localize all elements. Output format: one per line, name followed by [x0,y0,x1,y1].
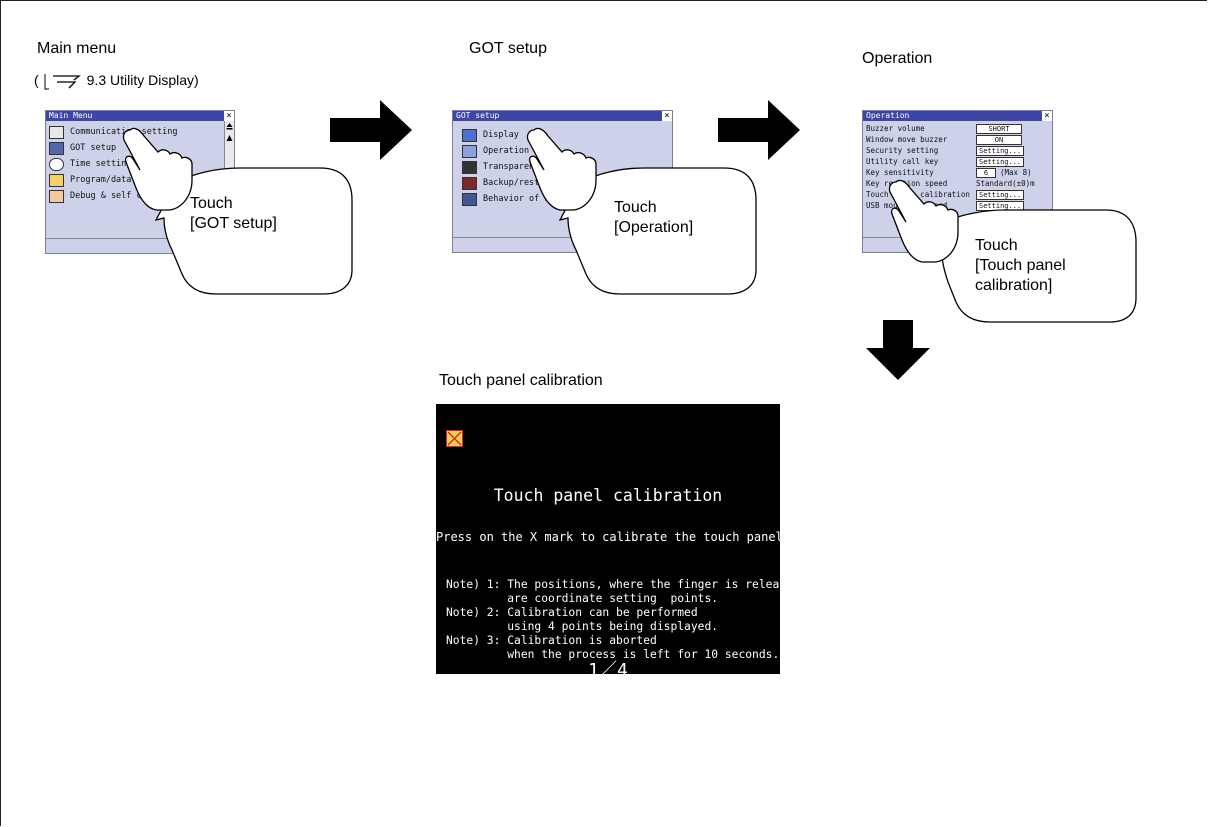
arrow-right-icon [330,100,412,160]
op-label: Buzzer volume [866,124,925,133]
op-row-utility-key: Utility call key Setting... [863,156,1052,167]
op-label: Touch panel calibration [866,190,970,199]
setup-item-backup[interactable]: Backup/restoration [459,175,672,191]
callout-line: calibration] [975,277,1053,294]
menu-item-label: Program/data control [70,175,173,185]
calibration-note: when the process is left for 10 seconds. [446,648,780,661]
calibration-label: Touch panel calibration [439,372,603,389]
reference-note: ( 9.3 Utility Display) [34,72,199,90]
op-row-buzzer: Buzzer volume SHORT [863,123,1052,134]
calibration-title: Touch panel calibration [493,486,723,505]
key-sensitivity-field[interactable]: 6 [976,167,996,178]
callout-calibration: Touch [Touch panel calibration] [975,236,1066,296]
got-setup-label: GOT setup [469,40,547,57]
calibration-page-indicator: 1／4 [588,660,628,674]
op-label: Utility call key [866,157,939,166]
setup-item-display[interactable]: Display [459,127,672,143]
operation-icon [462,144,477,158]
setup-item-label: Transparent mode [483,162,565,172]
op-row-calibration: Touch panel calibration Setting... [863,189,1052,200]
calibration-setting-button[interactable]: Setting... [976,189,1025,200]
op-label: Key sensitivity [866,168,934,177]
callout-line: [GOT setup] [190,215,277,232]
window-buzzer-button[interactable]: ON [976,134,1022,145]
setup-item-label: Backup/restoration [483,178,576,188]
close-icon[interactable]: × [662,111,672,121]
menu-item-communication[interactable]: Communication setting [46,124,234,140]
got-setup-icon [49,141,64,155]
op-row-window-buzzer: Window move buzzer ON [863,134,1052,145]
clock-icon [49,157,64,171]
callout-line: Touch [614,199,657,216]
calibration-note: Note) 2: Calibration can be performed [446,606,698,619]
utility-key-button[interactable]: Setting... [976,156,1025,167]
operation-title: Operation [866,111,910,120]
close-icon[interactable]: × [224,111,234,121]
setup-item-behavior[interactable]: Behavior of display [459,191,672,207]
display-icon [462,128,477,142]
got-setup-title: GOT setup [456,111,500,120]
callout-operation: Touch [Operation] [614,198,693,238]
menu-item-program[interactable]: Program/data control [46,172,234,188]
behavior-icon [462,192,477,206]
menu-item-label: GOT setup [70,143,117,153]
reference-icon [43,72,83,90]
callout-bubble [526,127,757,295]
calibration-x-mark-icon[interactable] [446,430,463,447]
key-sensitivity-max: (Max 8) [1000,168,1032,177]
key-reaction-value[interactable]: Standard(±0)m [976,179,1035,188]
debug-icon [49,189,64,203]
folder-icon [49,173,64,187]
callout-line: Touch [975,237,1018,254]
setup-item-label: Display [483,130,519,140]
setup-item-label: Behavior of display [483,194,581,204]
main-menu-label: Main menu [37,40,117,57]
operation-label: Operation [862,50,933,67]
arrow-down-icon [866,320,930,380]
got-setup-titlebar: GOT setup × [453,111,672,121]
buzzer-volume-button[interactable]: SHORT [976,123,1022,134]
menu-item-label: Communication setting [70,127,178,137]
close-icon[interactable]: × [1042,111,1052,121]
callout-bubble [122,127,353,295]
main-menu-titlebar: Main Menu × [46,111,234,121]
setup-item-label: Operation [483,146,530,156]
op-row-security: Security setting Setting... [863,145,1052,156]
menu-item-debug[interactable]: Debug & self check [46,188,234,204]
callout-got-setup: Touch [GOT setup] [190,194,277,234]
calibration-screen: Touch panel calibration Press on the X m… [436,404,780,674]
op-label: Window move buzzer [866,135,948,144]
setup-item-transparent[interactable]: Transparent mode [459,159,672,175]
main-menu-title: Main Menu [49,111,93,120]
callout-line: [Operation] [614,219,694,236]
transparent-mode-icon [462,160,477,174]
calibration-note: are coordinate setting points. [446,592,719,605]
calibration-note: Note) 3: Calibration is aborted [446,634,657,647]
backup-icon [462,176,477,190]
callout-line: Touch [190,195,233,212]
calibration-instruction: Press on the X mark to calibrate the tou… [436,530,780,544]
calibration-note: using 4 points being displayed. [446,620,719,633]
security-setting-button[interactable]: Setting... [976,145,1025,156]
menu-item-label: Debug & self check [70,191,163,201]
communication-icon [49,125,64,139]
menu-item-got-setup[interactable]: GOT setup [46,140,234,156]
arrow-right-icon [718,100,800,160]
op-row-key-sensitivity: Key sensitivity 6 (Max 8) [863,167,1052,178]
calibration-note: Note) 1: The positions, where the finger… [446,578,780,591]
setup-item-operation[interactable]: Operation [459,143,672,159]
op-label: Security setting [866,146,939,155]
callout-bubble [888,179,1137,323]
operation-titlebar: Operation × [863,111,1052,121]
callout-line: [Touch panel [975,257,1066,274]
reference-text: 9.3 Utility Display) [86,72,199,88]
